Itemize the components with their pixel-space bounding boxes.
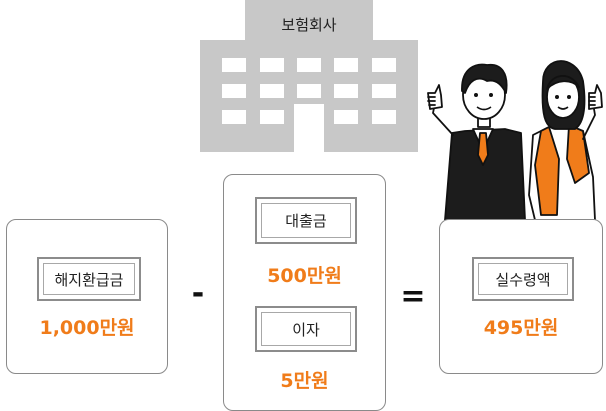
- cash-surrender-note: 해지환급금: [37, 257, 141, 301]
- minus-operator: -: [191, 276, 205, 311]
- left-card: 해지환급금 1,000만원: [6, 219, 168, 374]
- loan-label: 대출금: [285, 212, 327, 230]
- equals-operator: =: [400, 279, 426, 314]
- cash-surrender-amount: 1,000만원: [39, 317, 135, 339]
- loan-amount: 500만원: [267, 265, 342, 287]
- loan-note: 대출금: [255, 197, 357, 244]
- net-receipt-amount: 495만원: [483, 317, 559, 339]
- net-receipt-note: 실수령액: [472, 257, 574, 301]
- right-card: 실수령액 495만원: [439, 219, 603, 374]
- people-thumbs-up-icon: [427, 60, 603, 220]
- interest-label: 이자: [292, 321, 320, 339]
- interest-note: 이자: [255, 306, 357, 352]
- interest-amount: 5만원: [280, 370, 329, 392]
- net-receipt-label: 실수령액: [495, 271, 551, 289]
- middle-card: 대출금 500만원 이자 5만원: [223, 174, 386, 411]
- building-label: 보험회사: [281, 16, 337, 34]
- insurance-building-icon: [200, 0, 418, 152]
- cash-surrender-label: 해지환급금: [54, 271, 124, 289]
